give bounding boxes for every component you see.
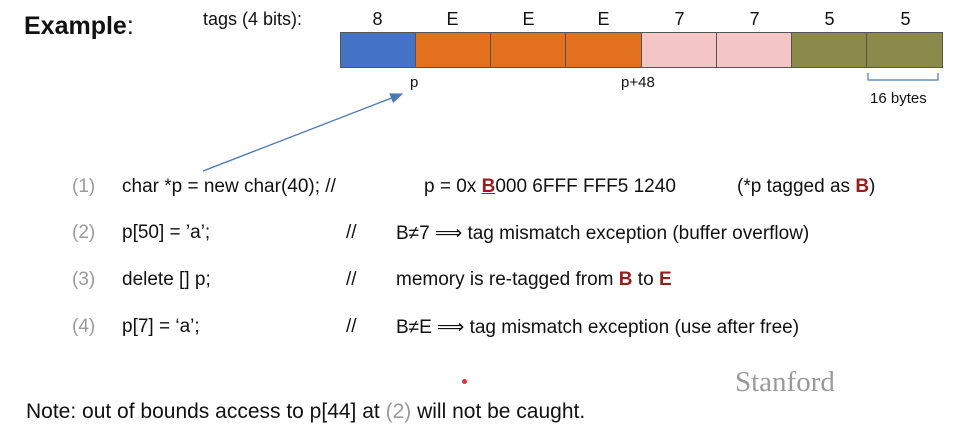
code-statement-4: p[7] = ‘a’; bbox=[122, 316, 200, 337]
memory-segment-5 bbox=[641, 33, 717, 67]
code-line-3: (3) bbox=[72, 269, 95, 291]
memory-segment-4 bbox=[566, 33, 642, 67]
memory-segment-8 bbox=[866, 33, 942, 67]
comment-slashes-4: // bbox=[346, 316, 357, 337]
memory-segment-7 bbox=[791, 33, 867, 67]
code-comment-2: B≠7 ⟹ tag mismatch exception (buffer ove… bbox=[396, 223, 810, 244]
tag-value-1: 8 bbox=[372, 9, 383, 29]
tag-value-4: E bbox=[597, 9, 610, 29]
memory-segment-3 bbox=[491, 33, 567, 67]
line-number: (4) bbox=[72, 316, 96, 337]
pointer-p48-label: p+48 bbox=[621, 74, 655, 91]
tag-value-2: E bbox=[446, 9, 459, 29]
tag-value-8: 5 bbox=[900, 9, 911, 29]
tag-value-3: E bbox=[522, 9, 535, 29]
code-statement-1: char *p = new char(40); // bbox=[122, 176, 336, 197]
code-statement-3: delete [] p; bbox=[122, 269, 211, 290]
code-line-1: (1) bbox=[72, 176, 95, 198]
memory-segment-2 bbox=[416, 33, 492, 67]
tag-value-5: 7 bbox=[674, 9, 685, 29]
comment-slashes-2: // bbox=[346, 222, 357, 243]
code-comment-4: B≠E ⟹ tag mismatch exception (use after … bbox=[396, 317, 800, 338]
code-comment-1b: (*p tagged as B) bbox=[737, 176, 876, 197]
tag-value-6: 7 bbox=[749, 9, 760, 29]
line-number: (1) bbox=[72, 176, 96, 197]
note-ref: (2) bbox=[385, 400, 412, 423]
pointer-p-label: p bbox=[410, 74, 419, 91]
granule-brace bbox=[867, 73, 939, 81]
line-number: (2) bbox=[72, 222, 96, 243]
code-statement-2: p[50] = ’a’; bbox=[122, 222, 211, 243]
memory-segment-6 bbox=[716, 33, 792, 67]
code-comment-1: p = 0x B000 6FFF FFF5 1240 bbox=[424, 176, 676, 197]
tag-value-7: 5 bbox=[824, 9, 835, 29]
tags-label: tags (4 bits): bbox=[203, 9, 303, 29]
stanford-watermark: Stanford bbox=[735, 366, 835, 398]
memory-tag-bar bbox=[340, 32, 943, 68]
title-colon: : bbox=[126, 12, 134, 40]
note-text: Note: out of bounds access to p[44] at (… bbox=[26, 400, 586, 423]
memory-segment-1 bbox=[341, 33, 417, 67]
code-line-4: (4) bbox=[72, 316, 95, 338]
code-line-2: (2) bbox=[72, 222, 95, 244]
title-word: Example bbox=[24, 12, 127, 40]
pointer-dot bbox=[462, 379, 467, 384]
slide-title: Example: bbox=[24, 12, 134, 41]
code-comment-3: memory is re-tagged from B to E bbox=[396, 269, 672, 290]
tag-B-highlight: B bbox=[481, 176, 496, 197]
comment-slashes-3: // bbox=[346, 269, 357, 290]
granule-size-label: 16 bytes bbox=[870, 90, 927, 107]
line-number: (3) bbox=[72, 269, 96, 290]
